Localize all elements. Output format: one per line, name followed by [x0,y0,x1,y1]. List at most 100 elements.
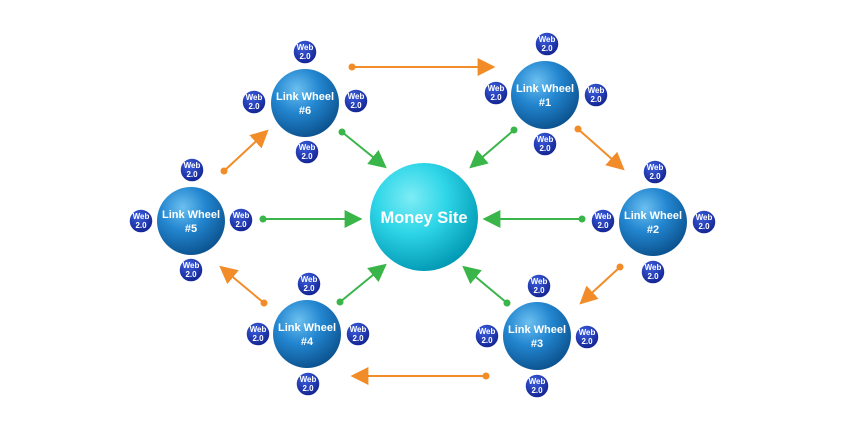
arrow-origin-dot [260,299,268,307]
arrow-origin-dot [510,126,518,134]
svg-text:Web: Web [246,93,263,102]
svg-text:Web: Web [588,86,605,95]
arrow-lw6-to-money [341,131,387,169]
svg-text:2.0: 2.0 [590,95,602,104]
svg-text:Web: Web [539,35,556,44]
arrow-lw4-to-lw5 [219,265,265,304]
arrow-lw4-to-money [339,263,387,303]
arrow-origin-dot [578,215,586,223]
svg-text:Web: Web [301,275,318,284]
link-wheel-label: Link Wheel [624,210,682,222]
svg-text:2.0: 2.0 [135,221,147,230]
svg-text:Web: Web [537,135,554,144]
money-site-label: Money Site [380,209,467,227]
svg-text:Web: Web [579,328,596,337]
svg-text:2.0: 2.0 [531,386,543,395]
arrow-origin-dot [220,167,228,175]
svg-text:2.0: 2.0 [248,102,260,111]
svg-text:2.0: 2.0 [647,272,659,281]
arrow-lw5-to-lw6 [223,129,269,172]
svg-text:Web: Web [531,277,548,286]
link-wheel-label: Link Wheel [276,91,334,103]
arrow-origin-dot [574,125,582,133]
svg-text:2.0: 2.0 [252,334,264,343]
svg-text:2.0: 2.0 [539,144,551,153]
svg-text:Web: Web [529,377,546,386]
arrow-origin-dot [336,298,344,306]
svg-text:2.0: 2.0 [185,270,197,279]
svg-text:2.0: 2.0 [301,152,313,161]
link-wheel-number: #5 [185,223,197,235]
svg-text:2.0: 2.0 [490,93,502,102]
arrow-origin-dot [482,372,490,380]
arrow-lw2-to-lw3 [579,266,621,305]
link-wheel-label: Link Wheel [278,322,336,334]
svg-text:Web: Web [299,143,316,152]
svg-text:Web: Web [488,84,505,93]
arrow-origin-dot [348,63,356,71]
svg-text:Web: Web [183,261,200,270]
link-wheel-number: #6 [299,105,311,117]
svg-text:Web: Web [595,212,612,221]
link-wheel-number: #1 [539,97,551,109]
link-wheel-label: Link Wheel [162,209,220,221]
link-wheel-label: Link Wheel [508,324,566,336]
svg-text:Web: Web [350,325,367,334]
svg-text:2.0: 2.0 [581,337,593,346]
svg-text:2.0: 2.0 [481,336,493,345]
svg-text:Web: Web [250,325,267,334]
svg-text:2.0: 2.0 [533,286,545,295]
svg-text:2.0: 2.0 [302,384,314,393]
arrow-lw1-to-lw2 [577,128,625,171]
svg-text:2.0: 2.0 [541,44,553,53]
svg-text:2.0: 2.0 [597,221,609,230]
svg-text:Web: Web [133,212,150,221]
money-site-node: Money Site [370,163,478,271]
svg-text:2.0: 2.0 [303,284,315,293]
arrow-origin-dot [338,128,346,136]
link-wheel-number: #3 [531,338,543,350]
svg-text:Web: Web [645,263,662,272]
arrow-origin-dot [503,299,511,307]
arrow-origin-dot [616,263,624,271]
link-wheel-label: Link Wheel [516,83,574,95]
svg-text:Web: Web [348,92,365,101]
link-wheel-number: #2 [647,224,659,236]
svg-text:Web: Web [300,375,317,384]
svg-text:2.0: 2.0 [299,52,311,61]
svg-text:2.0: 2.0 [698,222,710,231]
svg-text:2.0: 2.0 [649,172,661,181]
svg-text:Web: Web [696,213,713,222]
svg-text:2.0: 2.0 [352,334,364,343]
arrow-lw1-to-money [469,129,515,169]
arrow-lw3-to-money [462,265,508,304]
link-wheel-number: #4 [301,336,314,348]
